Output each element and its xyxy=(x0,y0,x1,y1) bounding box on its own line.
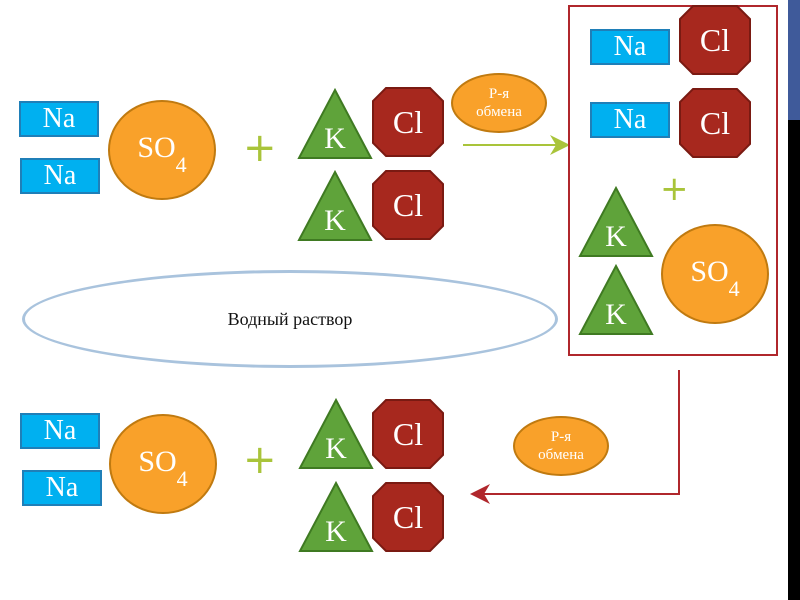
sulfate-ion: SO4 xyxy=(661,224,769,324)
triangle-icon xyxy=(298,481,374,552)
chloride-label: Cl xyxy=(392,186,424,223)
plus-sign: + xyxy=(660,169,689,209)
sodium-ion: Na xyxy=(590,29,670,65)
octagon-icon xyxy=(372,482,444,552)
sodium-label: Na xyxy=(42,103,76,134)
plus-sign: + xyxy=(243,125,277,171)
sulfate-label-main: SO xyxy=(690,254,729,288)
return-arrow xyxy=(470,370,680,504)
octagon-icon xyxy=(679,5,751,75)
sodium-label: Na xyxy=(45,472,79,503)
chloride-label: Cl xyxy=(699,104,731,141)
octagon-icon xyxy=(372,87,444,157)
potassium-label: K xyxy=(605,220,627,253)
potassium-ion: K xyxy=(298,398,374,470)
products-frame xyxy=(568,5,778,356)
sulfate-label: SO4 xyxy=(137,130,186,177)
triangle-icon xyxy=(578,264,654,335)
potassium-ion: K xyxy=(297,88,373,160)
reaction-label-line2: обмена xyxy=(538,447,584,463)
triangle-icon xyxy=(297,170,373,241)
reaction-label-line1: Р-я xyxy=(488,86,510,102)
potassium-ion: K xyxy=(298,481,374,553)
reaction-type-badge: Р-я обмена xyxy=(513,416,609,476)
sulfate-label-subscript: 4 xyxy=(175,151,187,177)
sodium-ion: Na xyxy=(19,101,99,137)
sulfate-label-main: SO xyxy=(137,130,176,164)
sulfate-ion: SO4 xyxy=(109,414,217,514)
potassium-ion: K xyxy=(297,170,373,242)
aqueous-solution-label: Водный раствор xyxy=(227,308,353,329)
sidebar-bottom-band xyxy=(788,120,800,600)
chloride-ion: Cl xyxy=(372,399,444,469)
triangle-icon xyxy=(298,398,374,469)
triangle-icon xyxy=(578,186,654,257)
chloride-label: Cl xyxy=(392,415,424,452)
octagon-icon xyxy=(372,170,444,240)
sulfate-label: SO4 xyxy=(690,254,739,301)
potassium-ion: K xyxy=(578,186,654,258)
sodium-ion: Na xyxy=(20,413,100,449)
chloride-ion: Cl xyxy=(679,5,751,75)
octagon-icon xyxy=(372,399,444,469)
sulfate-ion: SO4 xyxy=(108,100,216,200)
aqueous-solution-ellipse: Водный раствор xyxy=(22,270,558,368)
sodium-label: Na xyxy=(613,104,647,135)
potassium-ion: K xyxy=(578,264,654,336)
sidebar-top-band xyxy=(788,0,800,120)
chloride-ion: Cl xyxy=(372,170,444,240)
chloride-ion: Cl xyxy=(372,87,444,157)
plus-sign: + xyxy=(243,437,277,483)
octagon-icon xyxy=(679,88,751,158)
sulfate-label-subscript: 4 xyxy=(176,465,188,491)
potassium-label: K xyxy=(324,204,346,237)
chloride-label: Cl xyxy=(392,103,424,140)
sodium-ion: Na xyxy=(22,470,102,506)
sodium-label: Na xyxy=(613,31,647,62)
reaction-label-line1: Р-я xyxy=(550,429,572,445)
reaction-label-line2: обмена xyxy=(476,104,522,120)
chloride-label: Cl xyxy=(392,498,424,535)
potassium-label: K xyxy=(605,298,627,331)
sodium-ion: Na xyxy=(20,158,100,194)
reaction-type-badge: Р-я обмена xyxy=(451,73,547,133)
triangle-icon xyxy=(297,88,373,159)
sulfate-label: SO4 xyxy=(138,444,187,491)
sodium-label: Na xyxy=(43,415,77,446)
sulfate-label-subscript: 4 xyxy=(728,275,740,301)
chloride-ion: Cl xyxy=(372,482,444,552)
potassium-label: K xyxy=(325,515,347,548)
chloride-ion: Cl xyxy=(679,88,751,158)
sodium-label: Na xyxy=(43,160,77,191)
potassium-label: K xyxy=(325,432,347,465)
sodium-ion: Na xyxy=(590,102,670,138)
sulfate-label-main: SO xyxy=(138,444,177,478)
chloride-label: Cl xyxy=(699,21,731,58)
potassium-label: K xyxy=(324,122,346,155)
